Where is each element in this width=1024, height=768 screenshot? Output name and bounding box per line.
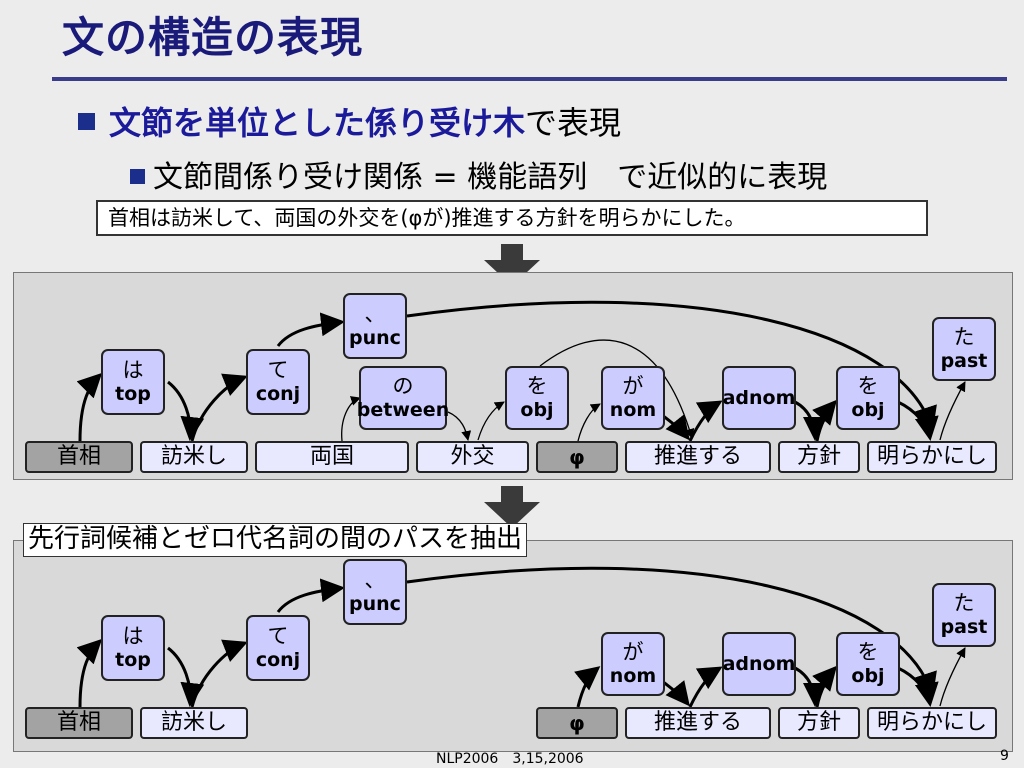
bullet-level-2: 文節間係り受け関係 = 機能語列 で近似的に表現	[130, 152, 827, 196]
bullet-rest: で表現	[525, 104, 622, 142]
page-number: 9	[1000, 748, 1009, 764]
title-underline	[52, 77, 1007, 81]
slide-title: 文の構造の表現	[62, 13, 364, 62]
word-homon: 訪米し	[140, 707, 248, 739]
bullet-emphasis: 文節を単位とした係り受け木	[109, 104, 526, 142]
slide-footer: NLP2006 3,15,2006	[436, 751, 584, 767]
word-houshin: 方針	[778, 441, 860, 473]
word-phi: φ	[536, 707, 618, 739]
word-suishin: 推進する	[625, 707, 771, 739]
bullet-square-icon	[130, 169, 145, 184]
word-akiraka: 明らかにし	[867, 441, 997, 473]
word-suishin: 推進する	[625, 441, 771, 473]
node-punc: 、punc	[343, 293, 407, 359]
word-shushou: 首相	[25, 441, 133, 473]
node-punc: 、punc	[343, 559, 407, 625]
word-shushou: 首相	[25, 707, 133, 739]
bullet-text: 文節間係り受け関係 = 機能語列 で近似的に表現	[153, 160, 828, 195]
word-akiraka: 明らかにし	[867, 707, 997, 739]
bullet-square-icon	[78, 113, 95, 130]
down-arrow-icon	[484, 486, 540, 528]
down-arrow-icon	[484, 244, 540, 286]
word-homon: 訪米し	[140, 441, 248, 473]
node-adnom: adnom	[722, 366, 796, 430]
word-houshin: 方針	[778, 707, 860, 739]
word-phi: φ	[536, 441, 618, 473]
word-ryoukoku: 両国	[255, 441, 409, 473]
panel-caption: 先行詞候補とゼロ代名詞の間のパスを抽出	[23, 523, 528, 557]
word-gaikou: 外交	[416, 441, 529, 473]
bullet-level-1: 文節を単位とした係り受け木で表現	[78, 98, 621, 144]
node-adnom: adnom	[722, 632, 796, 696]
example-sentence: 首相は訪米して、両国の外交を(φが)推進する方針を明らかにした。	[96, 200, 928, 236]
